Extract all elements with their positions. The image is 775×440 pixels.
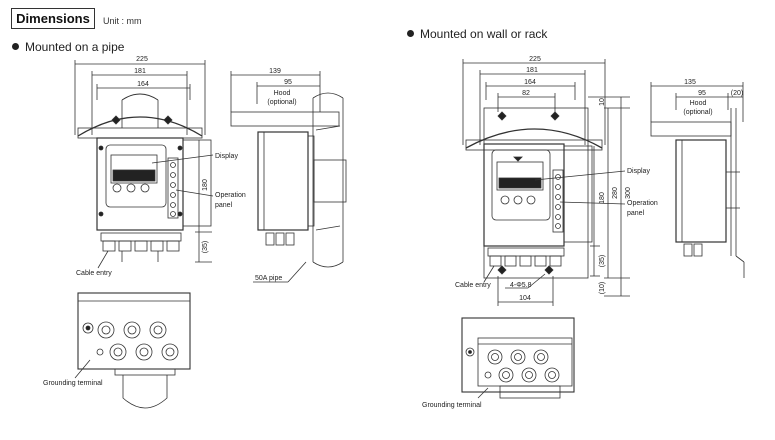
hood-callout-pipe: Hood	[274, 90, 291, 97]
pipe-side-view: 139 95 Hood (optional) 50A pipe	[230, 68, 347, 283]
wall-dim-225: 225	[529, 56, 541, 63]
pipe-dim-164: 164	[137, 81, 149, 88]
grounding-callout-wall: Grounding terminal	[422, 402, 482, 409]
wall-side-view: 135 95 (20) Hood (optional)	[650, 79, 745, 278]
hood-optional-wall: (optional)	[683, 109, 712, 116]
operation-callout-pipe: Operation	[215, 192, 246, 199]
wall-side-dim-135: 135	[684, 79, 696, 86]
wall-dim-164: 164	[524, 79, 536, 86]
side-dim-139: 139	[269, 68, 281, 75]
panel-callout-pipe: panel	[215, 202, 233, 209]
wall-dim-300: 300	[625, 187, 632, 199]
bullet-icon	[12, 43, 19, 50]
wall-dim-10: 10	[599, 98, 606, 106]
grounding-callout-pipe: Grounding terminal	[43, 380, 103, 387]
wall-side-dim-20: (20)	[731, 90, 743, 97]
wall-bottom-view: Grounding terminal	[422, 317, 575, 409]
wall-dim-35: (35)	[599, 255, 606, 267]
hood-optional-pipe: (optional)	[267, 99, 296, 106]
display-callout-pipe: Display	[215, 153, 238, 160]
wall-dim-82: 82	[522, 90, 530, 97]
wall-front-view: 225 181 164 82	[455, 56, 658, 306]
wall-dim-10-bottom: (10)	[599, 282, 606, 294]
wall-section-label: Mounted on wall or rack	[420, 27, 548, 41]
wall-dim-280: 280	[612, 187, 619, 199]
pipe-dim-35: (35)	[202, 241, 209, 253]
operation-callout-wall: Operation	[627, 200, 658, 207]
wall-dim-181: 181	[526, 67, 538, 74]
pipe-50a-callout: 50A pipe	[255, 275, 282, 282]
pipe-dim-181: 181	[134, 68, 146, 75]
pipe-section-heading: Mounted on a pipe	[12, 40, 124, 54]
wall-dim-180: 180	[599, 192, 606, 204]
hood-callout-wall: Hood	[690, 100, 707, 107]
panel-callout-wall: panel	[627, 210, 645, 217]
wall-side-dim-95: 95	[698, 90, 706, 97]
dimensions-title: Dimensions	[11, 8, 95, 29]
unit-label: Unit : mm	[103, 16, 142, 26]
pipe-dim-180: 180	[202, 179, 209, 191]
pipe-front-view: 225 181 164 180 (35)	[74, 56, 246, 277]
pipe-bottom-view: Grounding terminal	[43, 292, 191, 409]
display-callout-wall: Display	[627, 168, 650, 175]
wall-holes-callout: 4-Φ5.8	[510, 282, 532, 289]
pipe-section-label: Mounted on a pipe	[25, 40, 125, 54]
cable-entry-callout-pipe: Cable entry	[76, 270, 112, 277]
cable-entry-callout-wall: Cable entry	[455, 282, 491, 289]
side-dim-95: 95	[284, 79, 292, 86]
pipe-dim-225: 225	[136, 56, 148, 63]
wall-dim-104: 104	[519, 295, 531, 302]
wall-section-heading: Mounted on wall or rack	[407, 27, 547, 41]
bullet-icon	[407, 30, 414, 37]
